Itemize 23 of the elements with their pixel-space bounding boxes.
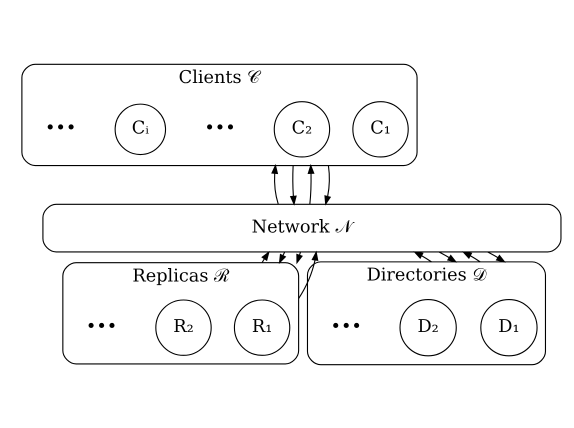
arrow <box>296 252 303 264</box>
arrow <box>271 163 279 204</box>
node-circle: R₂ <box>155 298 212 356</box>
node-circle: C₁ <box>352 100 409 158</box>
arrow <box>298 250 318 298</box>
arrow <box>413 250 432 262</box>
arrow <box>438 251 458 262</box>
label: ••• <box>86 316 118 336</box>
node-circle: D₂ <box>399 298 457 356</box>
label: ••• <box>330 316 362 336</box>
arrow <box>261 250 270 262</box>
arrow <box>324 165 332 206</box>
arrow <box>487 251 506 262</box>
label: ••• <box>204 118 236 138</box>
arrow <box>308 163 315 204</box>
node-circle: D₁ <box>480 298 538 356</box>
label: ••• <box>44 118 76 138</box>
arrow <box>462 250 480 262</box>
node-box: Network 𝒩 <box>42 203 562 252</box>
node-circle: Cᵢ <box>114 103 166 155</box>
arrow <box>290 165 297 206</box>
node-circle: C₂ <box>274 100 330 158</box>
node-circle: R₁ <box>234 298 290 356</box>
